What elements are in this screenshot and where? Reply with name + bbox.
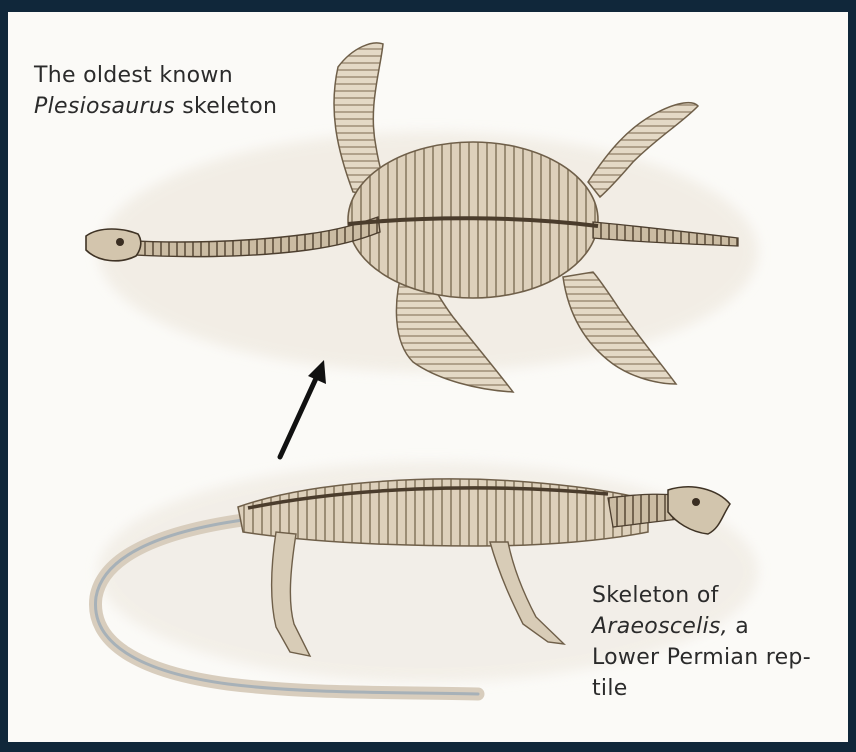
araeoscelis-caption-line3: Lower Permian rep- [592, 642, 842, 673]
araeoscelis-caption: Skeleton of Araeoscelis, a Lower Permian… [592, 580, 842, 704]
araeoscelis-name: Araeoscelis, [592, 614, 728, 639]
illustration-panel: The oldest known Plesiosaurus skeleton [8, 12, 848, 742]
evolution-arrow [280, 360, 326, 457]
araeoscelis-caption-line2: Araeoscelis, a [592, 611, 842, 642]
araeoscelis-caption-rest: a [735, 614, 749, 639]
araeoscelis-caption-line1: Skeleton of [592, 580, 842, 611]
plesiosaurus-skeleton [86, 43, 758, 392]
araeoscelis-caption-line4: tile [592, 673, 842, 704]
